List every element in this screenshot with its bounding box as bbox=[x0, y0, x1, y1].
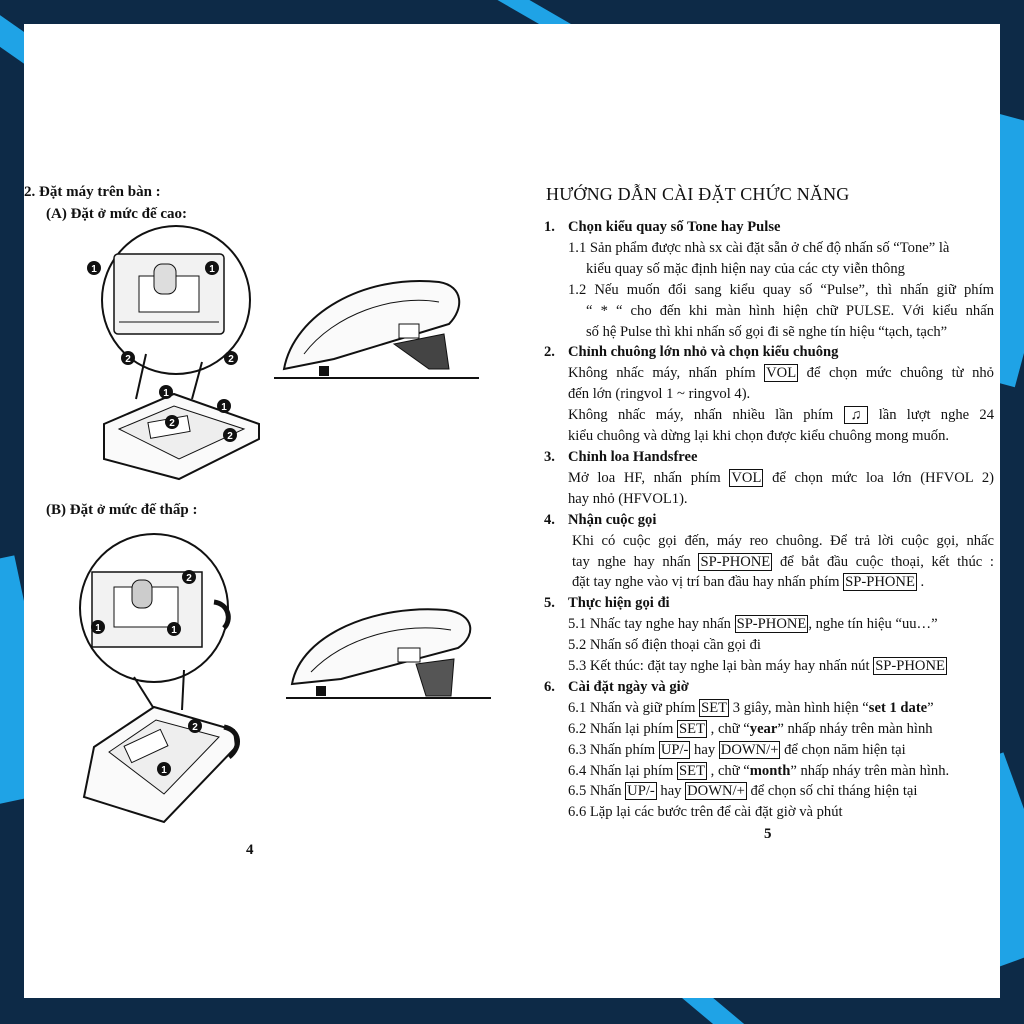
svg-text:1: 1 bbox=[161, 765, 167, 776]
section-1-line: 1.2 Nếu muốn đổi sang kiểu quay số “Puls… bbox=[568, 281, 994, 298]
subsection-a-title: (A) Đặt ở mức đế cao: bbox=[46, 206, 188, 222]
section-6-line: 6.1 Nhấn và giữ phím SET 3 giây, màn hìn… bbox=[568, 698, 934, 717]
sp-phone-key: SP-PHONE bbox=[734, 615, 809, 634]
svg-text:2: 2 bbox=[227, 431, 233, 442]
left-page: 2. Đặt máy trên bàn : (A) Đặt ở mức đế c… bbox=[24, 24, 514, 998]
svg-text:2: 2 bbox=[192, 722, 198, 733]
section-1-line: “ * “ cho đến khi màn hình hiện chữ PULS… bbox=[586, 302, 994, 319]
set-key: SET bbox=[677, 761, 707, 780]
section-5-line: 5.3 Kết thúc: đặt tay nghe lại bàn máy h… bbox=[568, 657, 947, 676]
right-page: HƯỚNG DẪN CÀI ĐẶT CHỨC NĂNG 1.Chọn kiểu … bbox=[544, 24, 1000, 998]
down-plus-key: DOWN/+ bbox=[685, 782, 747, 801]
phone-side-view-high bbox=[274, 280, 479, 379]
section-4-heading: 4.Nhận cuộc gọi bbox=[544, 511, 657, 528]
section-4-line: Khi có cuộc gọi đến, máy reo chuông. Để … bbox=[572, 532, 994, 549]
page-title: HƯỚNG DẪN CÀI ĐẶT CHỨC NĂNG bbox=[546, 184, 850, 204]
marker-2: 2 bbox=[188, 719, 202, 733]
manual-page-spread: 2. Đặt máy trên bàn : (A) Đặt ở mức đế c… bbox=[24, 24, 1000, 998]
svg-text:2: 2 bbox=[125, 354, 131, 365]
subsection-b-title: (B) Đặt ở mức đế thấp : bbox=[46, 502, 198, 518]
section-5-line: 5.2 Nhấn số điện thoại cần gọi đi bbox=[568, 637, 761, 654]
marker-2: 2 bbox=[224, 351, 238, 365]
section-6-line: 6.4 Nhấn lại phím SET , chữ “month” nhấp… bbox=[568, 761, 950, 780]
marker-group-b: 2 1 1 2 1 bbox=[91, 570, 202, 776]
svg-text:2: 2 bbox=[169, 418, 175, 429]
marker-1: 1 bbox=[167, 622, 181, 636]
vol-key: VOL bbox=[729, 468, 764, 487]
section-5-heading: 5.Thực hiện gọi đi bbox=[544, 595, 670, 612]
section-1-line: 1.1 Sản phẩm được nhà sx cài đặt sẵn ở c… bbox=[568, 239, 950, 256]
section-2-line: kiểu chuông và dừng lại khi chọn được ki… bbox=[568, 428, 950, 445]
page-number-left: 4 bbox=[246, 842, 254, 858]
section-title: 2. Đặt máy trên bàn : bbox=[24, 184, 161, 200]
up-minus-key: UP/- bbox=[658, 740, 691, 759]
marker-1: 1 bbox=[91, 620, 105, 634]
section-6-line: 6.3 Nhấn phím UP/- hay DOWN/+ để chọn nă… bbox=[568, 740, 906, 759]
music-note-key-icon: ♫ bbox=[843, 406, 869, 425]
svg-text:1: 1 bbox=[171, 625, 177, 636]
set-key: SET bbox=[677, 719, 707, 738]
svg-text:1: 1 bbox=[221, 402, 227, 413]
section-3-line: Mở loa HF, nhấn phím VOL để chọn mức loa… bbox=[568, 468, 994, 487]
section-5-line: 5.1 Nhấc tay nghe hay nhấn SP-PHONE, ngh… bbox=[568, 615, 938, 634]
section-2-line: Không nhấc máy, nhấn nhiều lần phím ♫ lầ… bbox=[568, 406, 994, 425]
marker-group-a: 1 1 2 2 1 1 2 2 bbox=[87, 261, 238, 442]
marker-1: 1 bbox=[87, 261, 101, 275]
section-4-line: đặt tay nghe vào vị trí ban đầu hay nhấn… bbox=[572, 573, 925, 592]
vol-key: VOL bbox=[764, 364, 799, 383]
marker-1: 1 bbox=[157, 762, 171, 776]
svg-text:1: 1 bbox=[163, 388, 169, 399]
section-6-line: 6.5 Nhấn UP/- hay DOWN/+ để chọn số chỉ … bbox=[568, 782, 918, 801]
section-6-line: 6.6 Lặp lại các bước trên để cài đặt giờ… bbox=[568, 804, 843, 821]
section-1-heading: 1.Chọn kiểu quay số Tone hay Pulse bbox=[544, 219, 781, 235]
sp-phone-key: SP-PHONE bbox=[873, 657, 947, 676]
section-3-heading: 3.Chỉnh loa Handsfree bbox=[544, 448, 698, 465]
section-2-line: đến lớn (ringvol 1 ~ ringvol 4). bbox=[568, 386, 751, 403]
marker-2: 2 bbox=[182, 570, 196, 584]
svg-text:1: 1 bbox=[95, 623, 101, 634]
section-6-line: 6.2 Nhấn lại phím SET , chữ “year” nhấp … bbox=[568, 719, 933, 738]
sp-phone-key: SP-PHONE bbox=[843, 573, 917, 592]
svg-text:1: 1 bbox=[209, 264, 215, 275]
marker-2: 2 bbox=[165, 415, 179, 429]
marker-1: 1 bbox=[217, 399, 231, 413]
marker-1: 1 bbox=[159, 385, 173, 399]
section-1-line: kiểu quay số mặc định hiện nay của các c… bbox=[586, 260, 905, 277]
section-4-line: tay nghe hay nhấn SP-PHONE để bắt đầu cu… bbox=[572, 552, 994, 571]
sp-phone-key: SP-PHONE bbox=[698, 552, 773, 571]
up-minus-key: UP/- bbox=[625, 782, 657, 801]
marker-2: 2 bbox=[121, 351, 135, 365]
page-number-right: 5 bbox=[764, 826, 772, 842]
svg-text:1: 1 bbox=[91, 264, 97, 275]
down-plus-key: DOWN/+ bbox=[718, 740, 781, 759]
section-3-line: hay nhỏ (HFVOL1). bbox=[568, 490, 688, 507]
svg-text:2: 2 bbox=[186, 573, 192, 584]
svg-text:2: 2 bbox=[228, 354, 234, 365]
instructions-body: 1.Chọn kiểu quay số Tone hay Pulse 1.1 S… bbox=[544, 217, 994, 823]
section-2-heading: 2.Chỉnh chuông lớn nhỏ và chọn kiểu chuô… bbox=[544, 344, 839, 361]
marker-1: 1 bbox=[205, 261, 219, 275]
set-key: SET bbox=[699, 698, 730, 717]
marker-2: 2 bbox=[223, 428, 237, 442]
phone-side-view-low bbox=[286, 608, 491, 699]
section-6-heading: 6.Cài đặt ngày và giờ bbox=[544, 678, 689, 695]
section-1-line: số hệ Pulse thì khi nhấn số gọi đi sẽ ng… bbox=[586, 323, 948, 340]
section-2-line: Không nhấc máy, nhấn phím VOL để chọn mứ… bbox=[568, 364, 994, 383]
